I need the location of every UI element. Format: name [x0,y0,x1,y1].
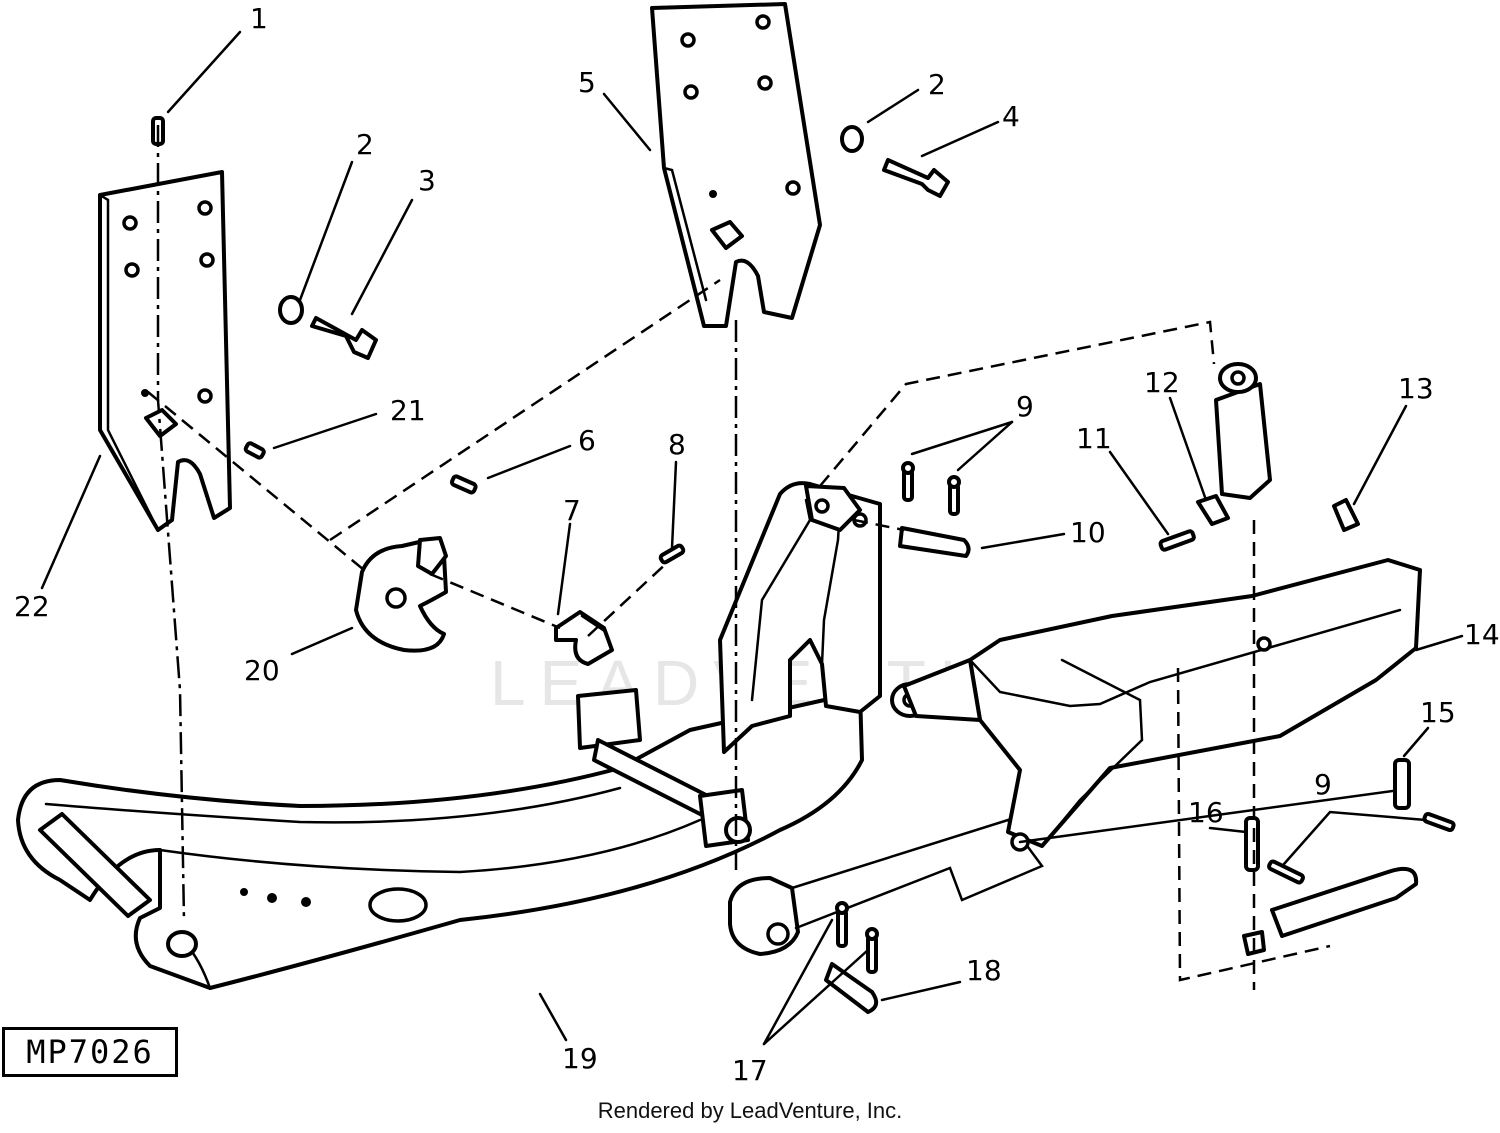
figure-reference-label: MP7026 [2,1027,178,1077]
assembly-guide-lines [147,125,1331,990]
leader-lines [40,30,1464,1046]
part-19-main-frame [16,688,864,990]
part-16-pin [1244,816,1260,872]
part-22-left-mount-plate [98,170,232,532]
part-5-right-mount-plate [650,2,822,328]
render-credit: Rendered by LeadVenture, Inc. [597,1098,903,1123]
part-2-lock-washer-right [840,125,864,153]
callout-8: 8 [668,428,686,461]
callout-6: 6 [578,424,596,457]
callout-14: 14 [1464,618,1500,651]
callout-18: 18 [966,954,1002,987]
part-13-grease-fitting [1332,498,1360,532]
callout-17: 17 [732,1054,768,1087]
callout-13: 13 [1398,372,1434,405]
part-14-draft-arm [890,558,1422,852]
part-2-lock-washer-left [278,295,304,325]
callout-16: 16 [1188,796,1224,829]
callout-20: 20 [244,654,280,687]
callout-2-right: 2 [928,68,946,101]
callout-11: 11 [1076,422,1112,455]
callout-22: 22 [14,590,50,623]
link-assembly [1214,362,1272,500]
callout-21: 21 [390,394,426,427]
part-7-t-pin [554,610,614,666]
part-11-bolt [1158,529,1196,552]
callout-1: 1 [250,2,268,35]
part-20-cam [354,536,448,653]
callout-7: 7 [563,494,581,527]
callout-19: 19 [562,1042,598,1075]
callout-15: 15 [1420,696,1456,729]
callout-2-left: 2 [356,128,374,161]
part-3-cap-screw-left [310,316,378,360]
callout-3: 3 [418,164,436,197]
part-4-cap-screw-right [882,158,950,198]
callout-12: 12 [1144,366,1180,399]
callout-10: 10 [1070,516,1106,549]
part-9-cotter-pin-upper-b [947,475,961,516]
callout-9-lower: 9 [1314,768,1332,801]
part-9-cotter-pin-upper-a [901,461,915,502]
part-21-spring-pin [243,441,266,460]
part-17-cotter-pins [835,901,879,974]
callout-5: 5 [578,66,596,99]
part-10-clevis-pin [898,526,971,558]
lower-right-clevis [1242,867,1419,956]
part-8-cotter-pin [658,543,686,565]
callout-4: 4 [1002,100,1020,133]
rear-pivot-block [728,818,1044,956]
callout-labels: 1 2 3 5 2 4 21 6 7 8 9 10 11 12 13 14 15… [14,2,1500,1087]
callout-9-upper: 9 [1016,390,1034,423]
part-6-set-screw [449,474,478,495]
part-15-pin [1393,758,1456,833]
part-12-pin [1196,494,1230,526]
part-9-bolt-lower [1267,859,1305,885]
